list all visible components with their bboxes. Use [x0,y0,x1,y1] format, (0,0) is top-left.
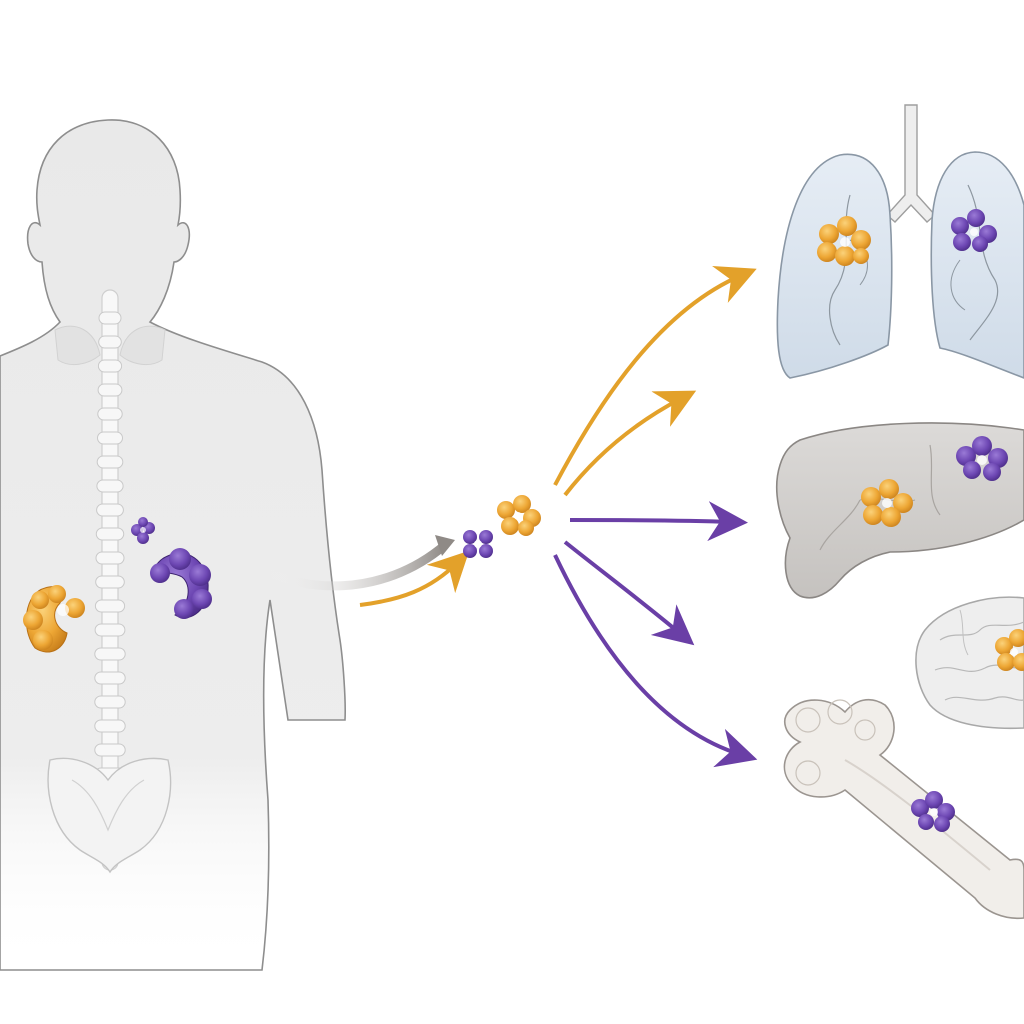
lungs [776,104,1024,379]
circulating-purple-cell [463,530,493,558]
scapula-left [54,325,101,366]
vertebra [97,383,123,397]
brain-orange-cluster [995,629,1024,671]
vertebra [96,503,124,517]
vertebra [94,719,126,733]
right-kidney-cluster [150,548,212,619]
body-silhouette [0,119,346,971]
vertebra [96,455,124,469]
spine [94,289,126,871]
arrow-to-brain [563,540,695,646]
gray-arrow-head [435,535,455,556]
vertebra [94,671,126,685]
trachea [886,104,936,223]
vertebra [94,743,126,757]
vertebra [97,359,123,373]
left-kidney-cluster [23,585,85,653]
vertebra [97,431,123,445]
pelvis [47,757,172,874]
bone-shape [783,698,1024,920]
vertebra [96,479,124,493]
arrow-to-lungs-lower [563,390,697,497]
arrow-to-liver [569,501,748,542]
adrenal-cluster [131,517,155,544]
arrow-to-lungs-upper [553,266,757,486]
vertebra [95,527,125,541]
bone [783,698,1024,920]
vertebra [95,575,125,589]
liver-purple-cluster [956,436,1008,481]
brain [915,596,1024,730]
arrow-to-bone [553,554,758,768]
scapula-right [119,325,166,366]
vertebra [94,647,126,661]
pelvis-inner [71,779,145,832]
vertebra [94,623,126,637]
liver [776,422,1024,599]
circulating-orange-cell [497,495,541,536]
right-lung [930,151,1024,379]
vertebra [95,551,125,565]
lung-orange-cluster [817,216,871,266]
lung-purple-cluster [951,209,997,252]
liver-orange-cluster [861,479,913,527]
vertebra [98,311,122,325]
orange-arrow-from-body [359,550,470,607]
vertebra [94,599,126,613]
bone-purple-cluster [911,791,955,832]
vertebra [97,407,123,421]
left-lung [776,153,893,379]
arrows [260,266,758,768]
vertebra [94,695,126,709]
gray-arrow-from-body [260,540,450,591]
brain-shape [915,596,1024,730]
human-body [0,119,346,971]
vertebra [98,335,122,349]
